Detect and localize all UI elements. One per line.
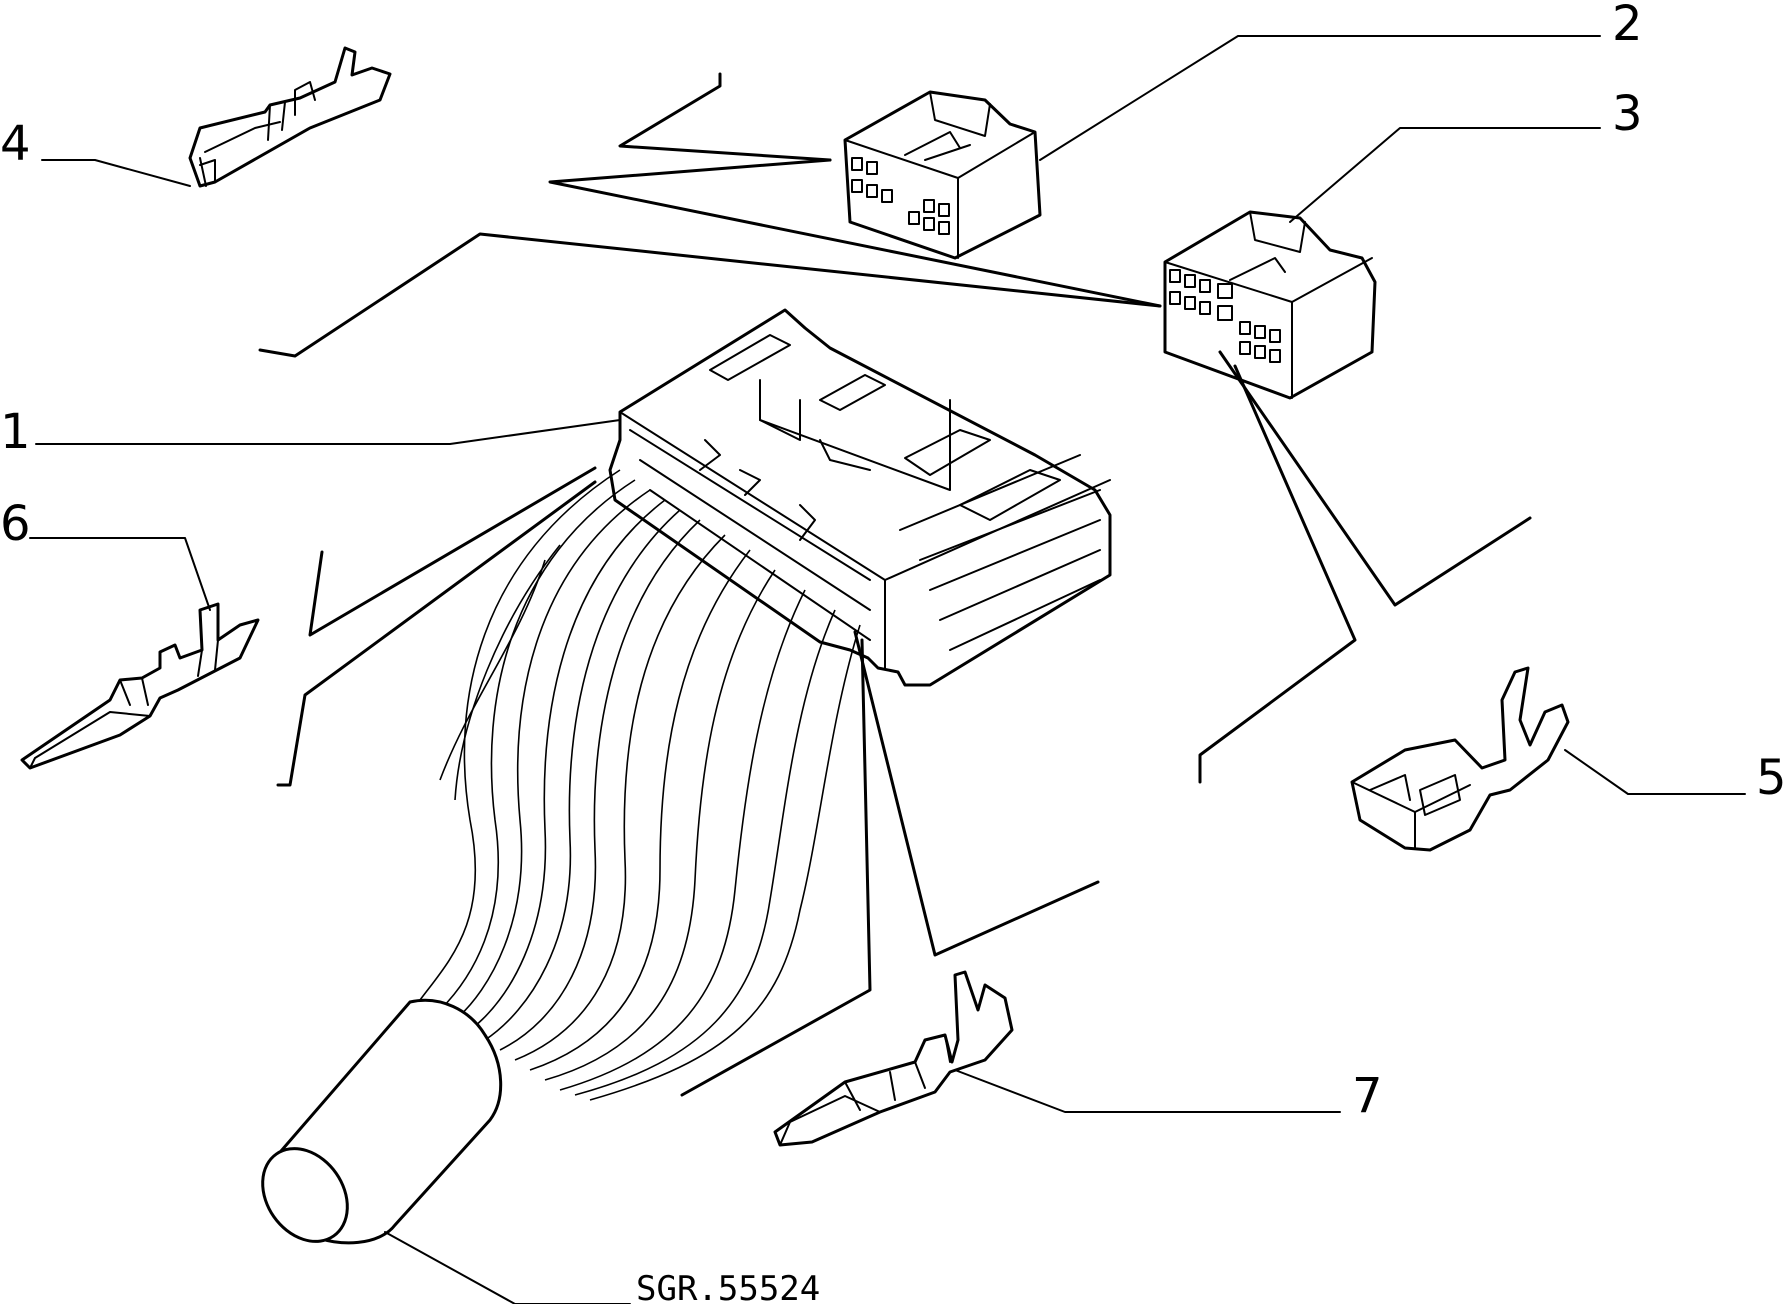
assembly-line-7a [853, 630, 1100, 957]
reference-leader [384, 1231, 631, 1304]
leader-line-2 [1039, 35, 1601, 161]
callout-label-2: 2 [1612, 0, 1643, 52]
callout-1: 1 [0, 404, 621, 460]
leader-line-7 [954, 1069, 1341, 1113]
connector-part-2[interactable] [843, 90, 1042, 260]
callout-7: 7 [954, 1068, 1383, 1124]
terminal-part-4[interactable] [188, 46, 392, 188]
reference-code: SGR.55524 [384, 1231, 820, 1304]
wire-bundle [419, 469, 861, 1101]
callout-label-3: 3 [1612, 86, 1643, 142]
assembly-line-3c [1198, 364, 1357, 784]
reference-code-text: SGR.55524 [636, 1269, 820, 1304]
terminal-part-5[interactable] [1350, 666, 1570, 852]
callout-label-6: 6 [0, 496, 31, 552]
leader-line-4 [41, 159, 191, 187]
callout-label-7: 7 [1352, 1068, 1383, 1124]
callout-3: 3 [1289, 86, 1643, 223]
terminal-part-6[interactable] [20, 602, 260, 770]
connector-part-3[interactable] [1163, 210, 1377, 400]
leader-line-3 [1289, 127, 1601, 223]
leader-line-6 [29, 537, 211, 611]
assembly-line-7b [680, 638, 872, 1097]
leader-line-1 [35, 419, 621, 445]
cable-sheath [261, 998, 503, 1245]
leader-line-5 [1564, 749, 1746, 795]
callout-label-4: 4 [0, 116, 31, 172]
connector-part-1[interactable] [608, 308, 1112, 687]
assembly-line-3b [1218, 350, 1532, 607]
assembly-line-2b [548, 158, 1162, 308]
assembly-line-6b [276, 480, 597, 787]
callout-4: 4 [0, 116, 191, 187]
callout-label-1: 1 [0, 404, 31, 460]
callout-5: 5 [1564, 749, 1786, 806]
assembly-line-3a [258, 232, 1162, 358]
assembly-line-2a [618, 72, 832, 162]
callout-label-5: 5 [1756, 750, 1786, 806]
terminal-part-7[interactable] [773, 970, 1014, 1147]
callout-6: 6 [0, 496, 211, 611]
callout-2: 2 [1039, 0, 1643, 161]
assembly-line-6a [308, 466, 597, 637]
